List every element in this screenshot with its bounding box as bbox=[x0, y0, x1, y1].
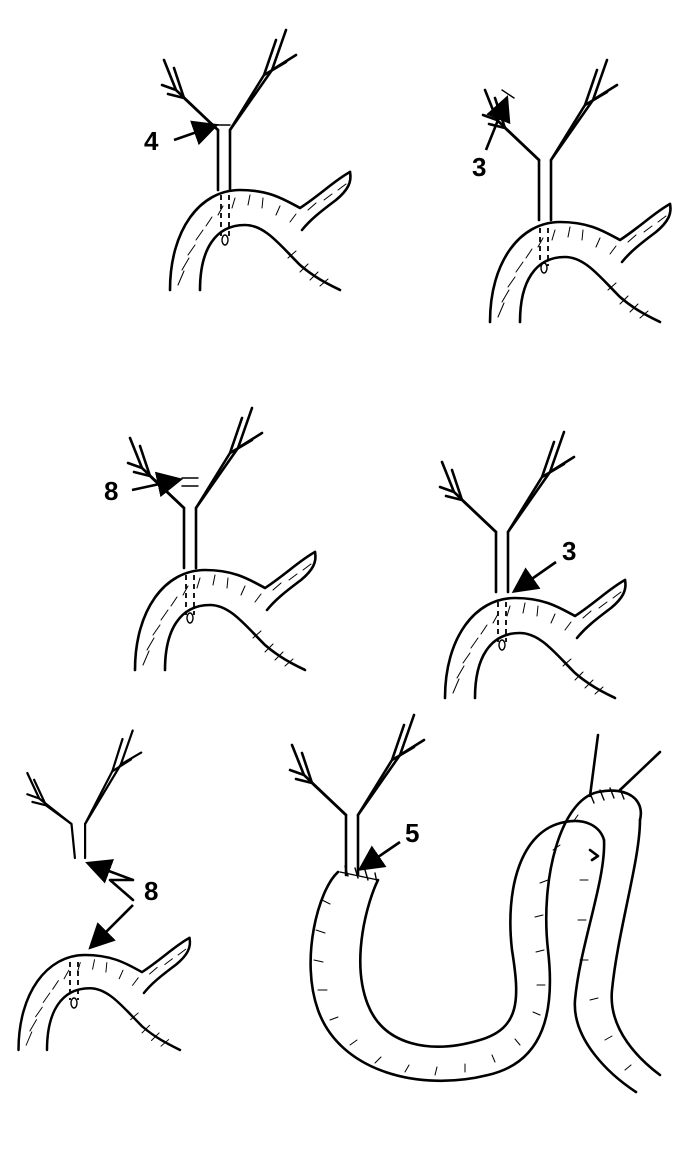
arrow-icon bbox=[90, 864, 133, 880]
panel-top-right: 3 bbox=[472, 60, 670, 322]
arrow-icon bbox=[174, 126, 214, 140]
panel-middle-left: 8 bbox=[104, 408, 315, 670]
panel-bottom-left: 8 bbox=[18, 731, 189, 1051]
arrow-icon bbox=[362, 842, 400, 868]
arrow-icon bbox=[92, 905, 133, 946]
panel-label: 4 bbox=[144, 126, 159, 156]
panel-label: 8 bbox=[104, 476, 118, 506]
panel-top-left: 4 bbox=[144, 30, 350, 290]
panel-label: 5 bbox=[405, 818, 419, 848]
panel-label: 8 bbox=[144, 876, 158, 906]
panel-label: 3 bbox=[562, 536, 576, 566]
arrow-icon bbox=[516, 562, 556, 590]
panel-label: 3 bbox=[472, 152, 486, 182]
panel-middle-right: 3 bbox=[440, 432, 625, 698]
panel-bottom-right: 5 bbox=[290, 715, 660, 1092]
